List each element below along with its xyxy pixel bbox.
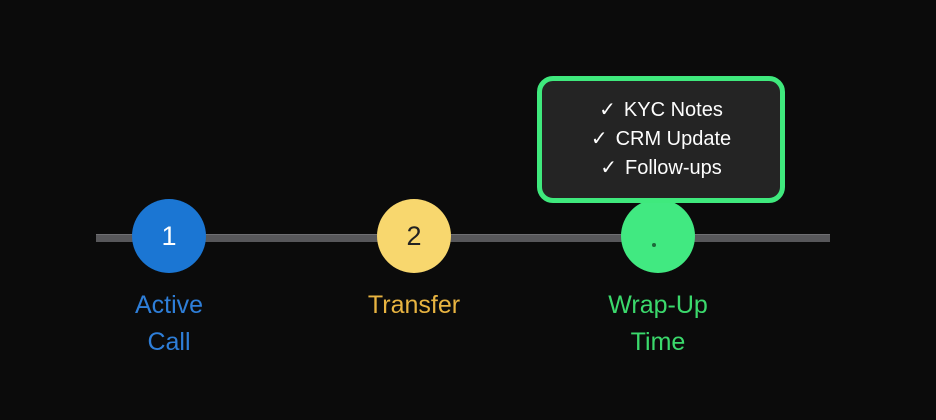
step-number: 1 [161, 220, 177, 251]
check-icon: ✓ [600, 157, 618, 179]
cursor-dot [652, 243, 657, 248]
checklist-item: ✓ Follow-ups [600, 154, 721, 183]
checklist-item: ✓ CRM Update [591, 125, 731, 154]
step-number: 2 [406, 220, 422, 251]
wrapup-checklist-callout: ✓ KYC Notes ✓ CRM Update ✓ Follow-ups [537, 76, 785, 203]
checklist-item-label: CRM Update [615, 128, 732, 150]
step-transfer: 2 Transfer [314, 199, 514, 324]
timeline-track [96, 234, 830, 242]
step-wrap-up-time: Wrap-Up Time [558, 199, 758, 361]
checklist-item-label: KYC Notes [623, 99, 723, 121]
step-active-call: 1 Active Call [69, 199, 269, 361]
checklist-item: ✓ KYC Notes [599, 96, 723, 125]
step-label-wrap-up-time: Wrap-Up Time [608, 291, 708, 356]
step-circle-active-call[interactable]: 1 [132, 199, 206, 273]
checklist-item-label: Follow-ups [625, 157, 722, 179]
step-label-transfer: Transfer [367, 291, 461, 319]
step-circle-transfer[interactable]: 2 [377, 199, 451, 273]
check-icon: ✓ [599, 99, 616, 121]
check-icon: ✓ [590, 128, 608, 150]
step-label-active-call: Active Call [134, 291, 204, 356]
step-circle-wrap-up-time[interactable] [621, 199, 695, 273]
